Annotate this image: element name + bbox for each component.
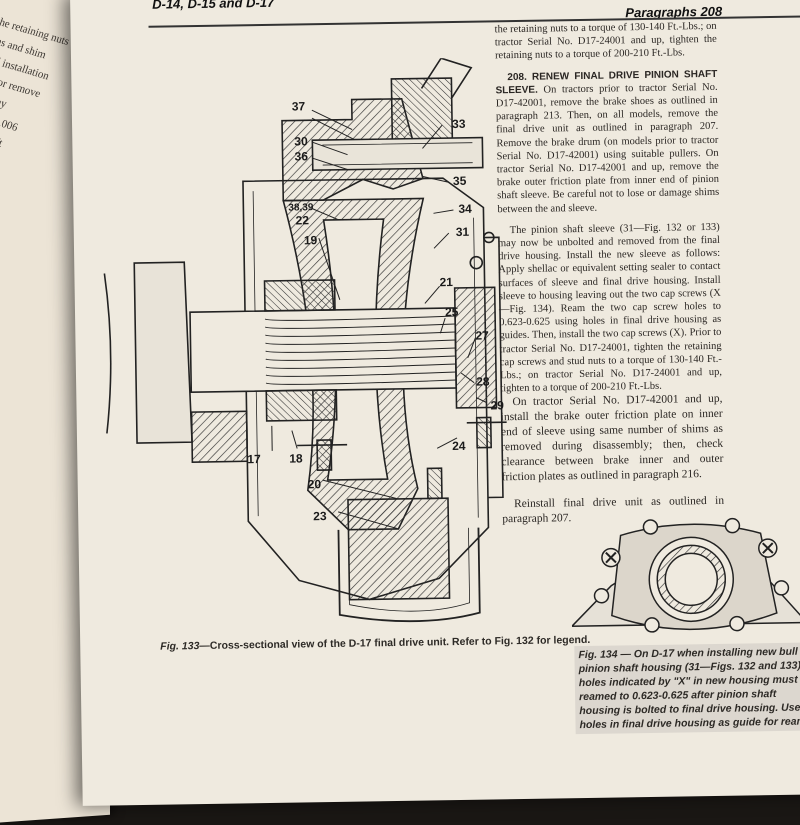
paragraph-208-body: On tractors prior to tractor Serial No. … [495,81,720,215]
callout-28: 28 [476,374,490,388]
figure-134-caption: Fig. 134 — On D-17 when installing new b… [574,642,800,735]
callout-31: 31 [456,225,470,239]
callout-27: 27 [475,328,489,342]
callout-38-39: 38,39 [288,202,314,213]
text-column-top: the retaining nuts to a torque of 130-14… [495,20,723,404]
running-header-left: D-14, D-15 and D-17 [152,0,275,12]
main-page: D-14, D-15 and D-17 Paragraphs 208 [70,0,800,806]
callout-24: 24 [452,439,466,453]
figure-134-bolt-pattern [570,517,800,633]
callout-30: 30 [294,134,308,148]
callout-29: 29 [490,398,504,412]
callout-23: 23 [313,509,327,523]
callout-20: 20 [308,477,322,491]
callout-19: 19 [304,233,318,247]
callout-22: 22 [295,213,309,227]
callout-36: 36 [294,149,308,163]
paragraph-sleeve-install: The pinion shaft sleeve (31—Fig. 132 or … [497,221,723,395]
callout-17: 17 [247,452,261,466]
paragraph-208: 208. RENEW FINAL DRIVE PINION SHAFT SLEE… [495,67,719,216]
figure-133-number: Fig. 133 [160,640,200,653]
callout-25: 25 [445,305,459,319]
figure-133-caption-text: —Cross-sectional view of the D-17 final … [199,633,591,653]
callout-21: 21 [439,275,453,289]
figure-133-caption: Fig. 133—Cross-sectional view of the D-1… [160,633,630,653]
paragraph-continuation: the retaining nuts to a torque of 130-14… [494,20,717,62]
figure-133-cross-section: 37 30 36 38,39 22 19 33 35 34 31 21 25 2… [103,57,507,623]
callout-34: 34 [458,202,472,216]
callout-37: 37 [292,99,306,113]
callout-18: 18 [289,451,303,465]
callout-33: 33 [452,117,466,131]
callout-35: 35 [453,174,467,188]
paragraph-friction-plate: On tractor Serial No. D17-42001 and up, … [500,392,724,484]
